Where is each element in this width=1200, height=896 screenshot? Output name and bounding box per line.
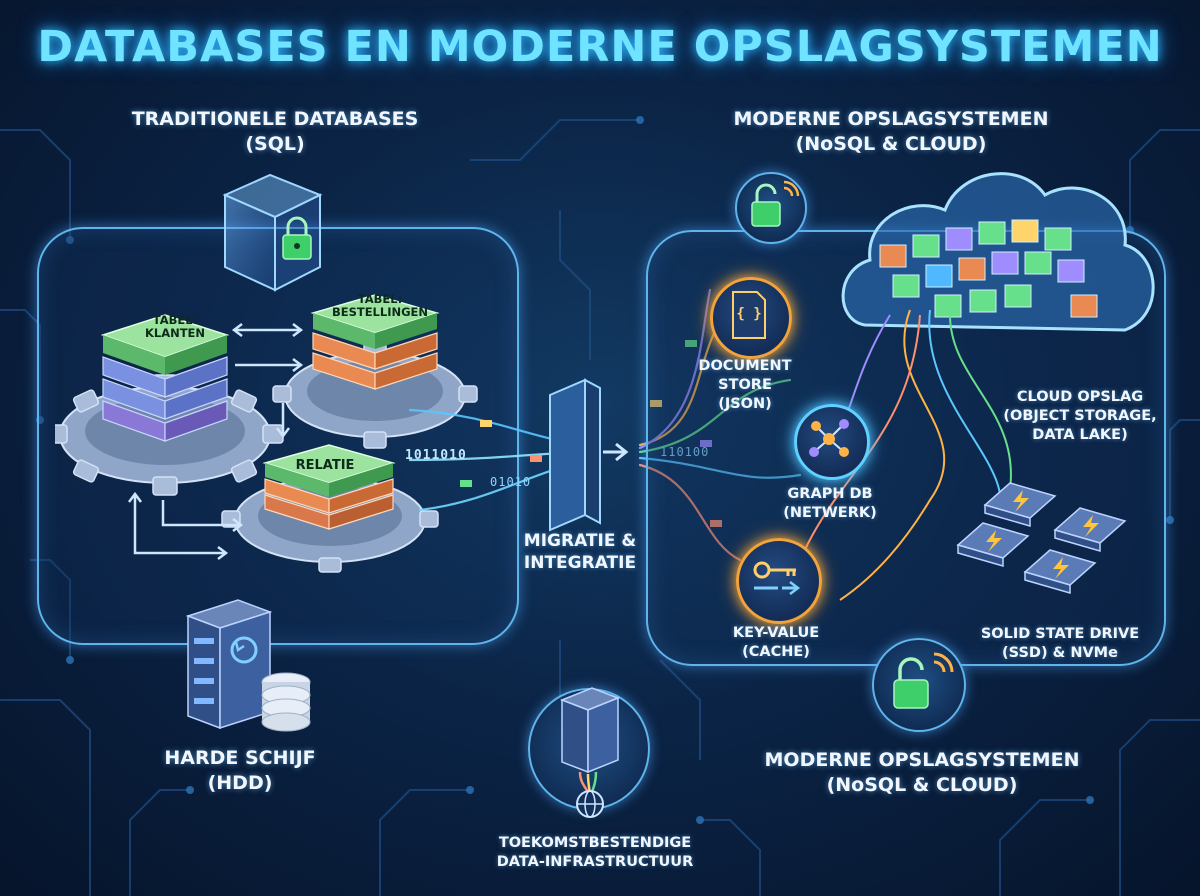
cloud-icon — [841, 172, 1155, 332]
nosql-heading-top: MODERNE OPSLAGSYSTEMEN (NoSQL & CLOUD) — [733, 108, 1049, 155]
ssd-bolt-icon — [1023, 549, 1097, 594]
key-icon — [753, 561, 801, 595]
padlock-icon — [751, 180, 800, 227]
key-value-label: KEY-VALUE (CACHE) — [732, 625, 820, 660]
table-klanten-stack — [100, 314, 230, 442]
database-icon — [261, 672, 311, 732]
globe-icon — [576, 790, 604, 818]
table-bestellingen-stack — [310, 294, 440, 390]
sql-heading-line2: (SQL) — [245, 133, 305, 155]
binary-stream-b: 01010 — [490, 475, 532, 489]
ssd-bolt-icon — [956, 522, 1030, 567]
cloud-storage-label: CLOUD OPSLAG (OBJECT STORAGE, DATA LAKE) — [1003, 389, 1157, 443]
sql-heading: TRADITIONELE DATABASES (SQL) — [90, 107, 460, 157]
binary-stream-c: 110100 — [660, 445, 710, 459]
migration-gate-icon — [549, 378, 629, 532]
graph-db-label: GRAPH DB (NETWERK) — [783, 486, 877, 521]
json-document-icon — [732, 291, 766, 339]
relation-arrows — [128, 323, 304, 560]
table-relatie-stack — [262, 444, 396, 530]
table-klanten-label: TABEL: KLANTEN — [144, 313, 206, 340]
graph-network-icon — [809, 419, 849, 457]
table-bestellingen-label: TABEL: BESTELLINGEN — [331, 292, 429, 319]
server-icon — [185, 599, 311, 732]
cloud-data-cubes — [879, 219, 1098, 318]
ssd-bolt-icon — [1053, 507, 1127, 552]
key-value-node — [736, 538, 822, 624]
sql-heading-line1: TRADITIONELE DATABASES — [131, 108, 419, 130]
ssd-drives — [956, 482, 1127, 594]
padlock-icon — [893, 652, 954, 709]
ssd-label: SOLID STATE DRIVE (SSD) & NVMe — [980, 626, 1140, 661]
data-packets — [460, 340, 722, 527]
document-store-label: DOCUMENT STORE (JSON) — [698, 358, 792, 412]
hdd-label: HARDE SCHIJF (HDD) — [164, 747, 316, 794]
future-infra-label: TOEKOMSTBESTENDIGE DATA-INFRASTRUCTUUR — [496, 835, 694, 870]
data-streams — [408, 288, 802, 562]
ssd-bolt-icon — [983, 482, 1057, 527]
server-icon — [559, 687, 621, 818]
wifi-icon — [783, 180, 800, 197]
sql-tables-graphic — [55, 294, 478, 573]
wifi-icon — [933, 652, 954, 673]
migration-label: MIGRATIE & INTEGRATIE — [523, 531, 637, 573]
json-glyph: { } — [736, 306, 762, 322]
binary-stream-a: 1011010 — [405, 448, 467, 463]
cube-icon — [222, 173, 323, 292]
diagram-title: DATABASES EN MODERNE OPSLAGSYSTEMEN — [37, 22, 1163, 72]
table-relatie-label: RELATIE — [295, 458, 355, 473]
nosql-heading-bottom: MODERNE OPSLAGSYSTEMEN (NoSQL & CLOUD) — [764, 749, 1080, 796]
padlock-icon — [282, 216, 312, 260]
